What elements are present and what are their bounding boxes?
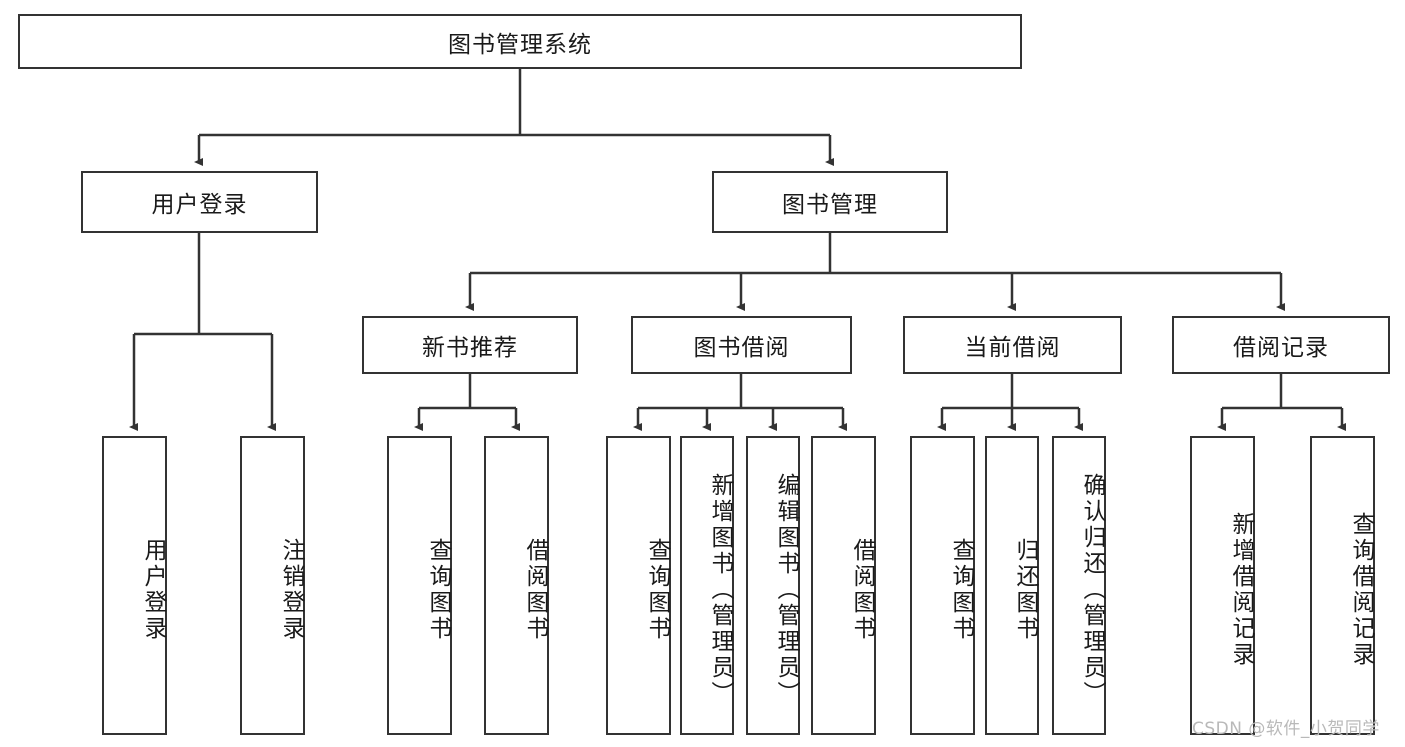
node-current-borrow-label: 当前借阅 bbox=[964, 335, 1061, 361]
leaf-user-login-label: 用户登录 bbox=[140, 537, 166, 642]
node-new-book-recommend-label: 新书推荐 bbox=[422, 335, 518, 361]
node-new-book-recommend[interactable]: 新书推荐 bbox=[362, 316, 578, 374]
leaf-add-borrow-record-label: 新增借阅记录 bbox=[1228, 511, 1254, 668]
leaf-borrow-book-recommend-label: 借阅图书 bbox=[522, 537, 548, 642]
leaf-add-book-admin-label: 新增图书（管理员） bbox=[707, 472, 733, 707]
leaf-query-book-current-label: 查询图书 bbox=[948, 537, 974, 642]
leaf-query-book-recommend-label: 查询图书 bbox=[425, 537, 451, 642]
node-user-login[interactable]: 用户登录 bbox=[81, 171, 318, 233]
leaf-logout-label: 注销登录 bbox=[278, 537, 304, 642]
node-root[interactable]: 图书管理系统 bbox=[18, 14, 1022, 69]
node-current-borrow[interactable]: 当前借阅 bbox=[903, 316, 1122, 374]
leaf-logout[interactable]: 注销登录 bbox=[240, 436, 305, 735]
leaf-query-book-borrow[interactable]: 查询图书 bbox=[606, 436, 671, 735]
leaf-confirm-return-admin-label: 确认归还（管理员） bbox=[1079, 472, 1105, 707]
leaf-confirm-return-admin[interactable]: 确认归还（管理员） bbox=[1052, 436, 1106, 735]
leaf-query-borrow-record[interactable]: 查询借阅记录 bbox=[1310, 436, 1375, 735]
leaf-query-book-current[interactable]: 查询图书 bbox=[910, 436, 975, 735]
leaf-edit-book-admin-label: 编辑图书（管理员） bbox=[773, 472, 799, 707]
node-borrow-record[interactable]: 借阅记录 bbox=[1172, 316, 1390, 374]
leaf-return-book-label: 归还图书 bbox=[1012, 537, 1038, 642]
watermark: CSDN @软件_小贺同学 bbox=[1192, 719, 1380, 739]
node-book-management-label: 图书管理 bbox=[782, 192, 878, 218]
node-borrow-record-label: 借阅记录 bbox=[1233, 335, 1329, 361]
leaf-query-borrow-record-label: 查询借阅记录 bbox=[1348, 511, 1374, 668]
node-book-management[interactable]: 图书管理 bbox=[712, 171, 948, 233]
leaf-borrow-book[interactable]: 借阅图书 bbox=[811, 436, 876, 735]
leaf-borrow-book-label: 借阅图书 bbox=[849, 537, 875, 642]
leaf-query-book-recommend[interactable]: 查询图书 bbox=[387, 436, 452, 735]
leaf-edit-book-admin[interactable]: 编辑图书（管理员） bbox=[746, 436, 800, 735]
node-root-label: 图书管理系统 bbox=[448, 31, 592, 58]
leaf-add-book-admin[interactable]: 新增图书（管理员） bbox=[680, 436, 734, 735]
leaf-borrow-book-recommend[interactable]: 借阅图书 bbox=[484, 436, 549, 735]
leaf-return-book[interactable]: 归还图书 bbox=[985, 436, 1039, 735]
leaf-add-borrow-record[interactable]: 新增借阅记录 bbox=[1190, 436, 1255, 735]
leaf-query-book-borrow-label: 查询图书 bbox=[644, 537, 670, 642]
node-book-borrow-label: 图书借阅 bbox=[693, 335, 790, 361]
node-book-borrow[interactable]: 图书借阅 bbox=[631, 316, 852, 374]
leaf-user-login[interactable]: 用户登录 bbox=[102, 436, 167, 735]
node-user-login-label: 用户登录 bbox=[151, 192, 248, 218]
